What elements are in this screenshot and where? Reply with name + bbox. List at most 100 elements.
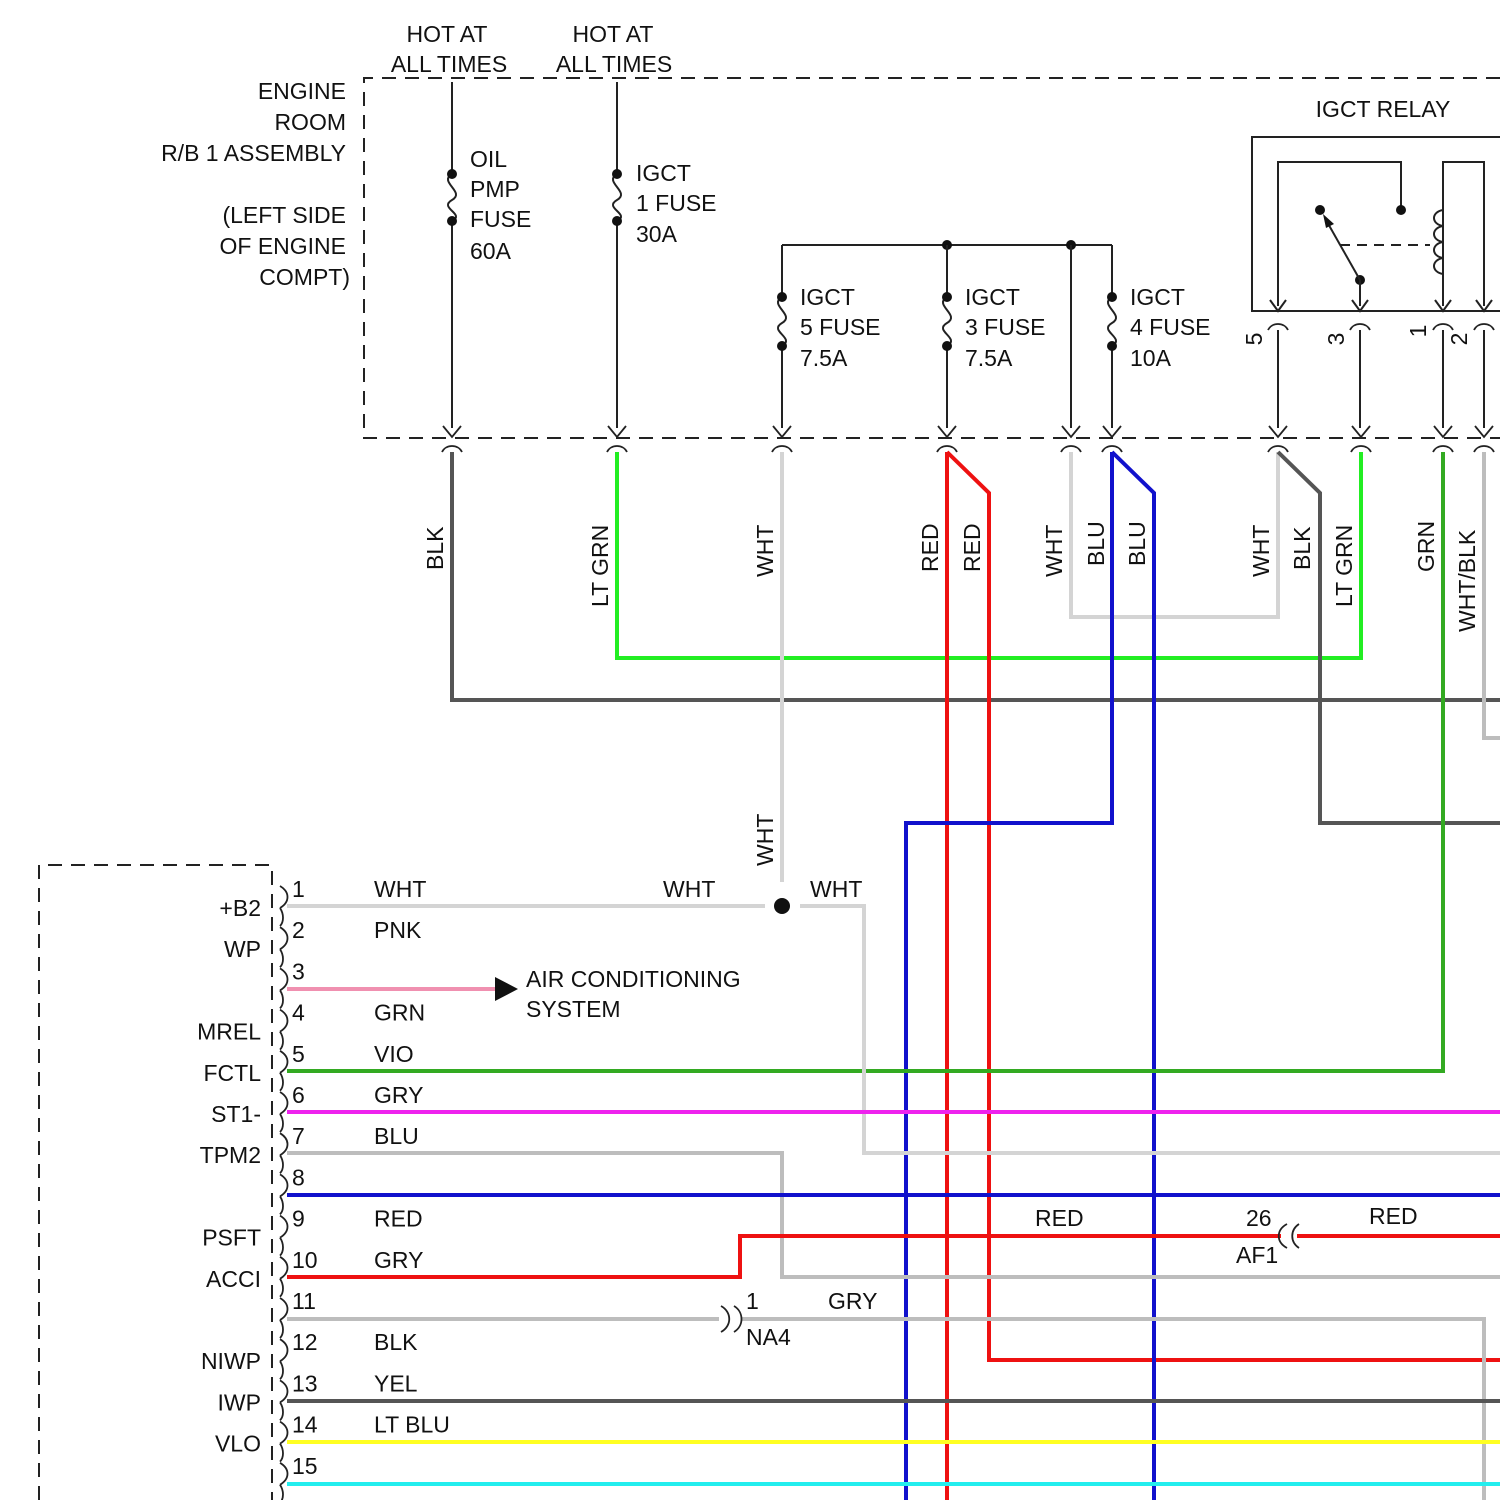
relay-pin-1: 1 — [1405, 325, 1431, 338]
ecm-pin-wire-color: GRY — [374, 1247, 423, 1273]
ecm-pin-number: 9 — [292, 1206, 305, 1232]
wht-label-left-of-splice: WHT — [663, 876, 715, 902]
relay-pin-2: 2 — [1446, 333, 1472, 346]
ecm-pin-terminal-lower — [280, 1155, 283, 1173]
igct-5-fuse-label: IGCT 5 FUSE 7.5A — [800, 284, 881, 371]
ecm-pin-wire-color: LT BLU — [374, 1412, 450, 1438]
wire-blu-igct4-b — [1112, 452, 1154, 1500]
ecm-pin-wire-color: VIO — [374, 1041, 414, 1067]
svg-text:IGCT: IGCT — [1130, 284, 1185, 310]
ecm-pin-name: MREL — [197, 1019, 261, 1045]
ecm-pins: 1+B2WHT2WPPNK34MRELGRN5FCTLVIO6ST1-GRY7T… — [197, 876, 450, 1500]
ecm-pin-terminal-lower — [280, 1279, 283, 1297]
ecm-pin-wire-color: BLU — [374, 1123, 419, 1149]
svg-text:30A: 30A — [636, 221, 678, 247]
ecm-pin-terminal — [280, 1257, 288, 1279]
ecm-pin-name: PSFT — [202, 1225, 261, 1251]
af1-pin: 26 — [1246, 1205, 1272, 1231]
wire-label-red-1: RED — [917, 523, 943, 572]
ecm-pin-number: 4 — [292, 1000, 305, 1026]
ecm-pin-number: 11 — [292, 1288, 316, 1314]
rb1-label-line2: ROOM — [274, 109, 346, 135]
igct-4-fuse-label: IGCT 4 FUSE 10A — [1130, 284, 1211, 371]
ecm-pin-terminal — [280, 1051, 288, 1073]
svg-text:7.5A: 7.5A — [800, 345, 848, 371]
igct-relay-title: IGCT RELAY — [1316, 96, 1451, 122]
ecm-pin-number: 7 — [292, 1123, 305, 1149]
hot-at-all-times-2-line2: ALL TIMES — [556, 51, 672, 77]
rb1-label-line1: ENGINE — [258, 78, 346, 104]
wire-gry-pin6 — [287, 1153, 1500, 1277]
svg-text:4 FUSE: 4 FUSE — [1130, 314, 1211, 340]
svg-text:10A: 10A — [1130, 345, 1172, 371]
ecm-pin-name: IWP — [218, 1389, 261, 1415]
ecm-pin-terminal-lower — [280, 1032, 283, 1050]
ecm-pin-terminal — [280, 1422, 288, 1444]
rb1-terminal-socket — [772, 446, 792, 452]
wire-label-wht-3: WHT — [1248, 525, 1274, 577]
wire-label-red-2: RED — [959, 523, 985, 572]
ecm-pin-terminal-lower — [280, 1402, 283, 1420]
wire-gry-na4-right — [742, 1319, 1484, 1500]
ecm-pin-wire-color: GRY — [374, 1082, 423, 1108]
svg-text:7.5A: 7.5A — [965, 345, 1013, 371]
wire-label-grn: GRN — [1413, 521, 1439, 572]
svg-text:IGCT: IGCT — [636, 160, 691, 186]
ecm-pin-row: 15 — [280, 1453, 318, 1500]
relay-socket — [1433, 324, 1453, 330]
ecm-pin-terminal — [280, 1010, 288, 1032]
ecm-pin-terminal-lower — [280, 1361, 283, 1379]
ecm-pin-terminal-lower — [280, 1320, 283, 1338]
ecm-pin-terminal — [280, 886, 288, 908]
rb1-location-line3: COMPT) — [259, 264, 350, 290]
ecm-pin-name: WP — [224, 936, 261, 962]
svg-text:1 FUSE: 1 FUSE — [636, 190, 717, 216]
igct-relay: IGCT RELAY 5 3 1 2 — [1241, 96, 1500, 428]
hot-at-all-times-1-line1: HOT AT — [407, 21, 488, 47]
hot-at-all-times-1-line2: ALL TIMES — [391, 51, 507, 77]
red-wire-label-af1-left: RED — [1035, 1205, 1084, 1231]
wire-label-blk-1: BLK — [422, 526, 448, 570]
wire-label-ltgrn-2: LT GRN — [1331, 525, 1357, 607]
svg-text:60A: 60A — [470, 238, 512, 264]
rb1-terminal-socket — [1433, 446, 1453, 452]
rb1-location-line2: OF ENGINE — [219, 233, 346, 259]
svg-text:IGCT: IGCT — [965, 284, 1020, 310]
ecm-pin-number: 15 — [292, 1453, 318, 1479]
ecm-pin-terminal — [280, 927, 288, 949]
ecm-pin-terminal-lower — [280, 908, 283, 926]
wire-blu-igct4-a — [906, 452, 1112, 1500]
wire-label-ltgrn-1: LT GRN — [587, 525, 613, 607]
wire-label-blk-2: BLK — [1289, 526, 1315, 570]
ecm-pin-wire-color: PNK — [374, 917, 422, 943]
rb1-terminal-socket — [442, 446, 462, 452]
ecm-pin-wire-color: BLK — [374, 1329, 418, 1355]
rb1-location-line1: (LEFT SIDE — [222, 202, 346, 228]
wires — [287, 452, 1500, 1500]
wire-whtblk-relay2 — [1484, 452, 1500, 738]
ecm-pin-name: ACCI — [206, 1266, 261, 1292]
ecm-pin-number: 2 — [292, 917, 305, 943]
wht-label-right-of-splice: WHT — [810, 876, 862, 902]
air-conditioning-label-line1: AIR CONDITIONING — [526, 966, 741, 992]
relay-socket — [1268, 324, 1288, 330]
ecm-pin-terminal-lower — [280, 990, 283, 1008]
na4-pin: 1 — [746, 1288, 759, 1314]
rb1-terminal-socket — [1351, 446, 1371, 452]
hot-at-all-times-2-line1: HOT AT — [573, 21, 654, 47]
ecm-pin-number: 13 — [292, 1370, 318, 1396]
na4-name: NA4 — [746, 1324, 791, 1350]
air-conditioning-label-line2: SYSTEM — [526, 996, 621, 1022]
ecm-pin-number: 3 — [292, 958, 305, 984]
rb1-assembly-box — [364, 78, 1500, 438]
ecm-pin-terminal — [280, 1216, 288, 1238]
ecm-pin-terminal — [280, 968, 288, 990]
ecm-pin-number: 14 — [292, 1412, 318, 1438]
relay-sockets — [1268, 324, 1494, 330]
ecm-pin-number: 5 — [292, 1041, 305, 1067]
wire-label-blu-2: BLU — [1124, 521, 1150, 566]
wire-label-whtblk: WHT/BLK — [1454, 529, 1480, 632]
ecm-pin-terminal — [280, 1133, 288, 1155]
igct-3-fuse-label: IGCT 3 FUSE 7.5A — [965, 284, 1046, 371]
